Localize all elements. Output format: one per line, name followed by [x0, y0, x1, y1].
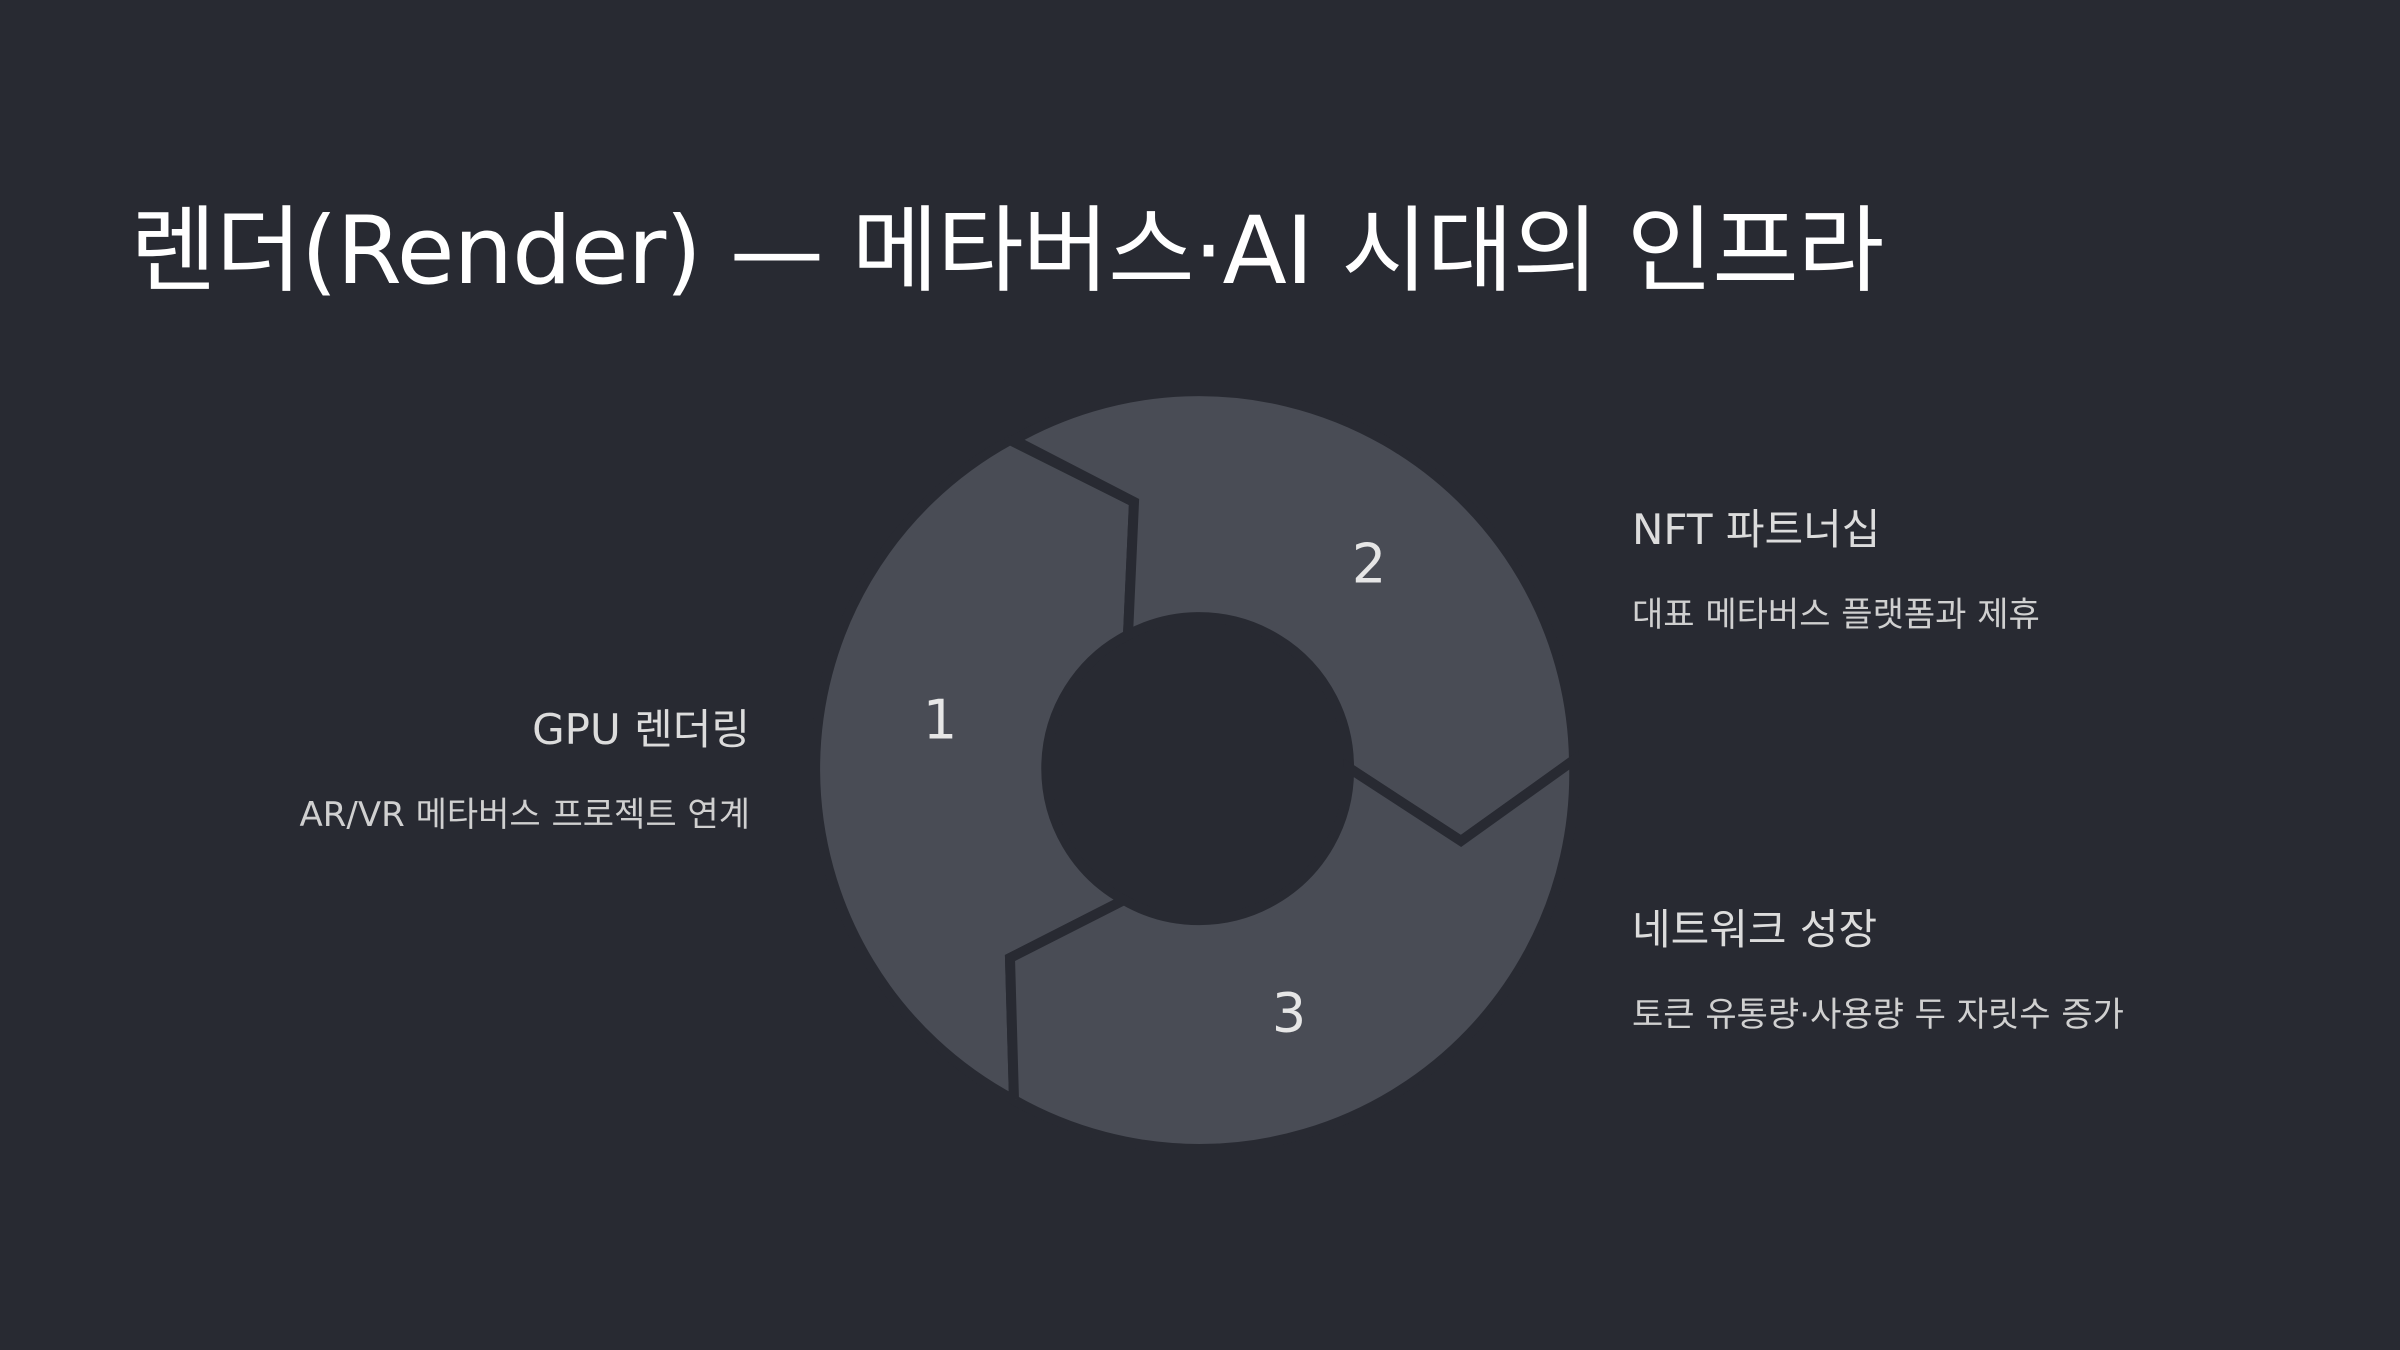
segment-number-3: 3 [1272, 982, 1306, 1045]
segment-number-2: 2 [1352, 533, 1386, 596]
cycle-item-3: 네트워크 성장 토큰 유통량·사용량 두 자릿수 증가 [1632, 896, 2124, 1036]
item-description: 토큰 유통량·사용량 두 자릿수 증가 [1632, 995, 2124, 1035]
item-title: NFT 파트너십 [1632, 505, 1881, 554]
item-title: GPU 렌더링 [532, 705, 750, 754]
segment-number-1: 1 [923, 689, 957, 752]
item-description: AR/VR 메타버스 프로젝트 연계 [299, 795, 750, 835]
cycle-segment-3[interactable] [1004, 750, 1580, 1154]
page-title: 렌더(Render) — 메타버스·AI 시대의 인프라 [130, 197, 1884, 306]
cycle-segment-2[interactable] [1003, 386, 1580, 848]
cycle-item-1: GPU 렌더링 AR/VR 메타버스 프로젝트 연계 [300, 696, 750, 836]
item-title: 네트워크 성장 [1632, 905, 1878, 954]
cycle-ring [810, 386, 1580, 1154]
cycle-item-2: NFT 파트너십 대표 메타버스 플랫폼과 제휴 [1632, 496, 2040, 636]
item-description: 대표 메타버스 플랫폼과 제휴 [1632, 595, 2040, 635]
